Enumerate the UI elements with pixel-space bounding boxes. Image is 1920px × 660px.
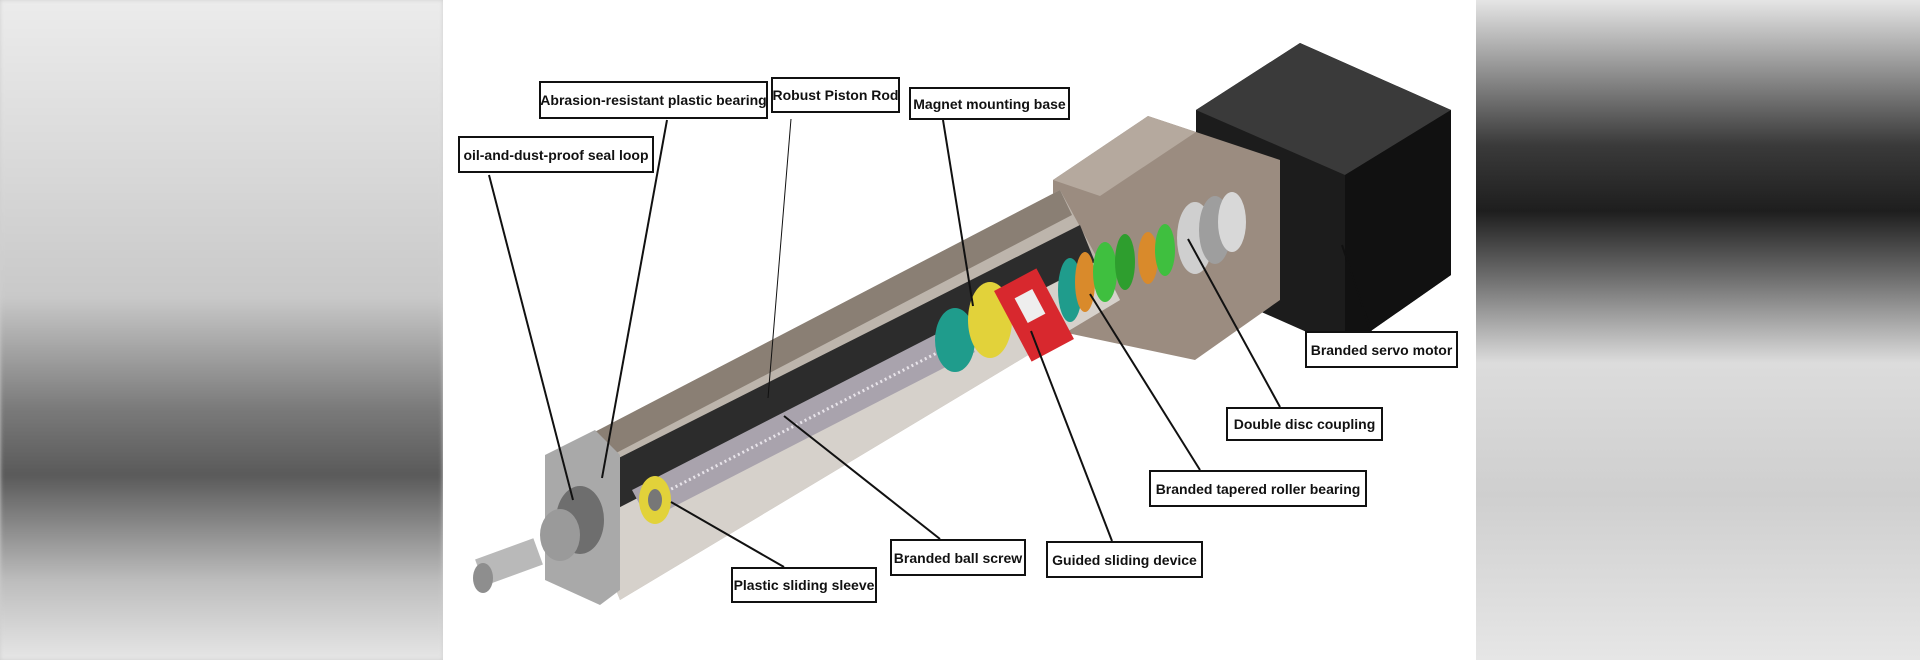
label-magnet-mounting-base: Magnet mounting base — [909, 87, 1070, 120]
label-branded-servo-motor: Branded servo motor — [1305, 331, 1458, 368]
ball-screw-shaft — [632, 322, 975, 520]
label-branded-ball-screw: Branded ball screw — [890, 539, 1026, 576]
blurred-background-right — [1476, 0, 1920, 660]
label-double-disc-coupling: Double disc coupling — [1226, 407, 1383, 441]
label-seal-loop: oil-and-dust-proof seal loop — [458, 136, 654, 173]
leader-lines — [488, 118, 1372, 568]
label-robust-piston-rod: Robust Piston Rod — [771, 77, 900, 113]
label-branded-tapered-roller-bearing: Branded tapered roller bearing — [1149, 470, 1367, 507]
blurred-background-left — [0, 0, 443, 660]
label-guided-sliding-device: Guided sliding device — [1046, 541, 1203, 578]
tapered-bearing-green — [1093, 242, 1117, 302]
label-plastic-sliding-sleeve: Plastic sliding sleeve — [731, 567, 877, 603]
teal-nut — [935, 308, 975, 372]
label-abrasion-resistant-plastic-bearing: Abrasion-resistant plastic bearing — [539, 81, 768, 119]
